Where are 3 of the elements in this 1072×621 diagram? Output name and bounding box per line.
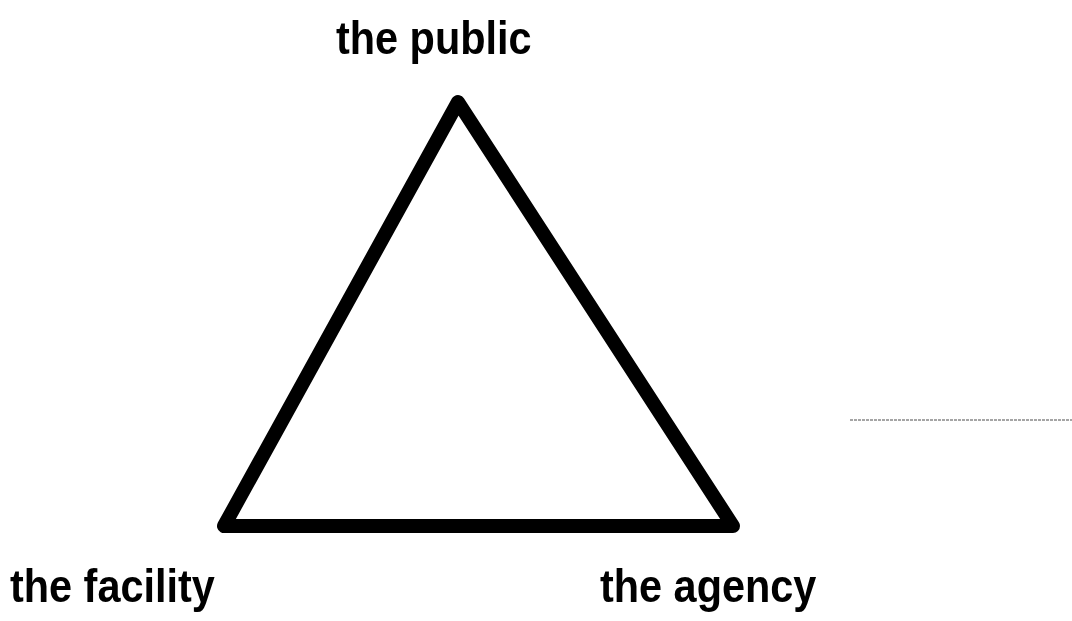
vertex-label: the facility [10, 560, 215, 612]
vertex-label: the agency [600, 560, 817, 612]
vertex-label: the public [336, 12, 532, 64]
